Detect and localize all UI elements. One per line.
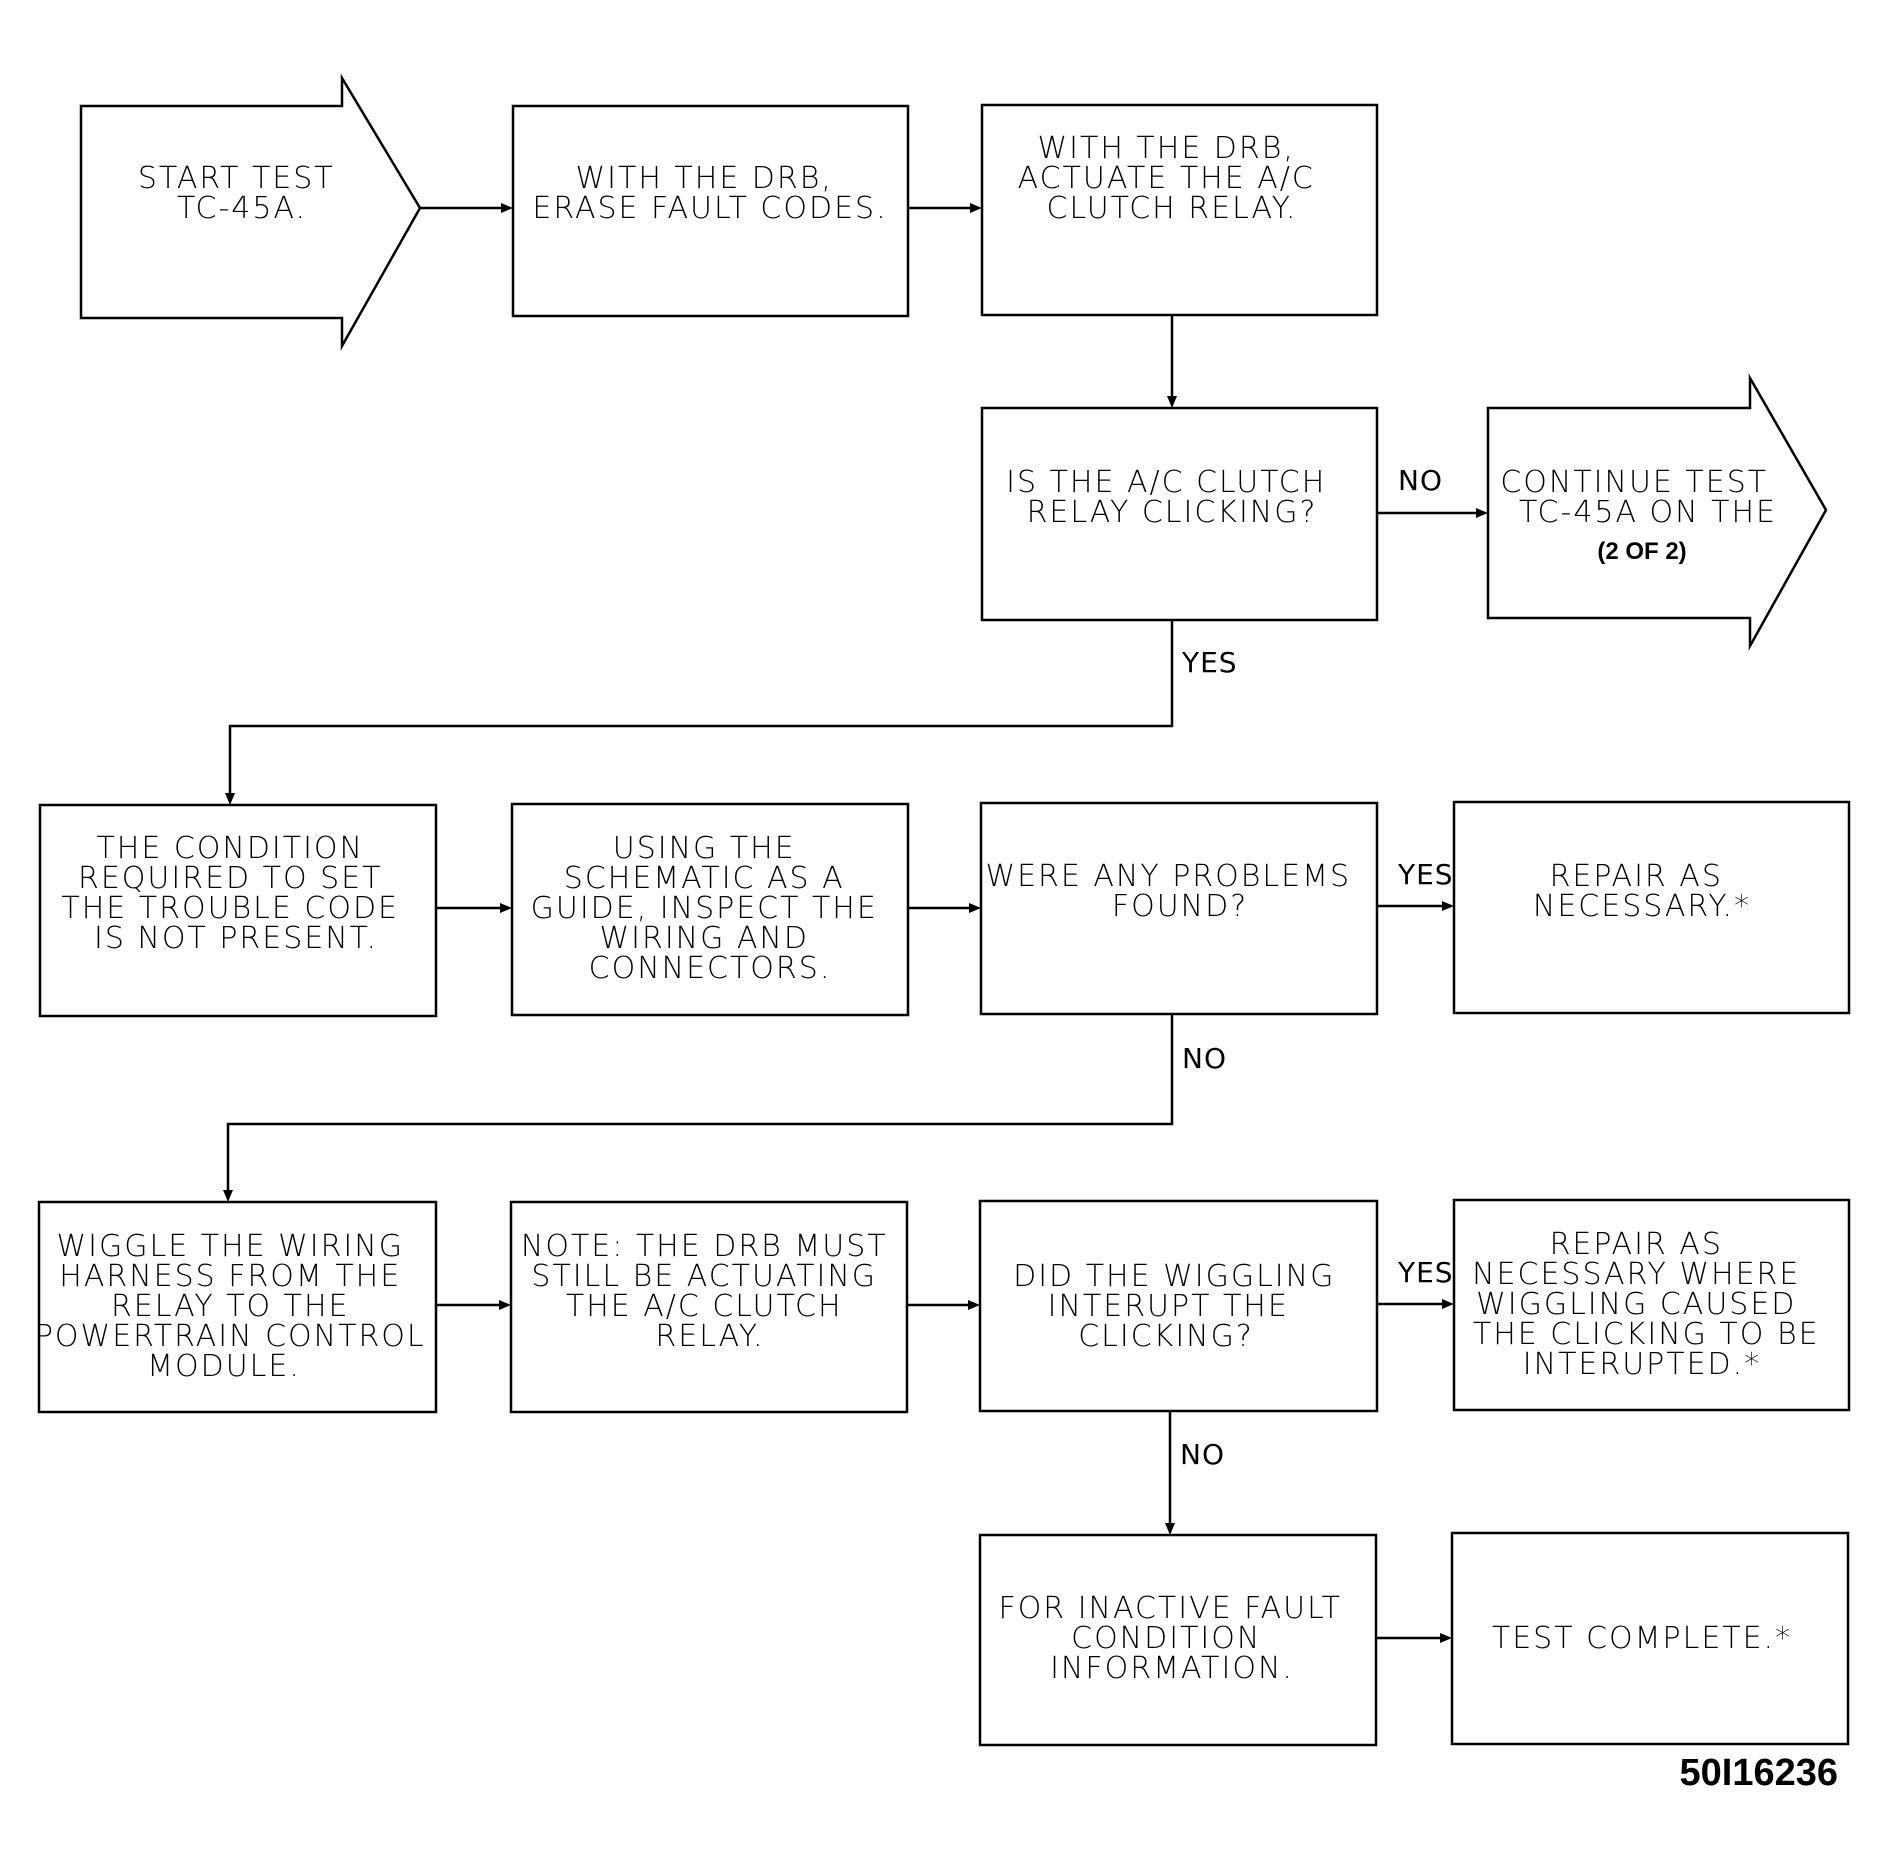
- arrowhead: [225, 793, 235, 805]
- continue-node-text: CONTINUE TEST TC-45A ON THE: [1500, 465, 1779, 530]
- actuate-node-shape: [980, 103, 1379, 317]
- erase-node-shape: [511, 104, 910, 318]
- start-node-shape: [79, 73, 422, 351]
- arrowhead: [223, 1190, 233, 1202]
- start-node-text: START TEST TC-45A.: [138, 161, 346, 226]
- problems-question-shape: [979, 801, 1379, 1016]
- note-node-text: NOTE: THE DRB MUST STILL BE ACTUATING TH…: [521, 1229, 899, 1354]
- complete-node-shape: [1450, 1531, 1850, 1746]
- start-line-2: TC-45A.: [177, 191, 307, 226]
- continue-line-2: TC-45A ON THE: [1519, 495, 1777, 530]
- note-line-2: STILL BE ACTUATING: [531, 1259, 877, 1294]
- condition-line-1: THE CONDITION: [96, 831, 364, 866]
- repair1-node-text: REPAIR AS NECESSARY.*: [1533, 859, 1751, 924]
- wiggleq-line-2: INTERUPT THE: [1048, 1289, 1289, 1324]
- complete-line-1: TEST COMPLETE.*: [1492, 1621, 1792, 1656]
- note-node-shape: [509, 1200, 909, 1414]
- edge-label-problems-no: NO: [1182, 1042, 1227, 1075]
- condition-line-3: THE TROUBLE CODE: [61, 891, 399, 926]
- inspect-line-1: USING THE: [613, 831, 796, 866]
- problems-line-1: WERE ANY PROBLEMS: [985, 859, 1351, 894]
- edge-label-problems-yes: YES: [1397, 858, 1454, 891]
- arrowhead: [969, 903, 981, 913]
- repair2-node-shape: [1452, 1198, 1851, 1412]
- erase-node-text: WITH THE DRB, ERASE FAULT CODES.: [532, 161, 887, 226]
- wiggleq-line-3: CLICKING?: [1078, 1319, 1254, 1354]
- clicking-question-text: IS THE A/C CLUTCH RELAY CLICKING?: [1006, 465, 1338, 530]
- arrowhead: [1167, 396, 1177, 408]
- arrowhead: [500, 903, 512, 913]
- continue-line-1: CONTINUE TEST: [1500, 465, 1768, 500]
- condition-line-2: REQUIRED TO SET: [78, 861, 382, 896]
- edge-label-wiggle-no: NO: [1180, 1438, 1225, 1471]
- actuate-line-2: ACTUATE THE A/C: [1018, 161, 1315, 196]
- note-line-1: NOTE: THE DRB MUST: [521, 1229, 888, 1264]
- wiggle-line-5: MODULE.: [147, 1349, 301, 1384]
- edge-label-wiggle-yes: YES: [1397, 1256, 1454, 1289]
- inactive-line-2: CONDITION: [1071, 1621, 1261, 1656]
- continue-node-shape: [1486, 373, 1828, 651]
- arrowhead: [501, 203, 513, 213]
- condition-node-text: THE CONDITION REQUIRED TO SET THE TROUBL…: [61, 831, 410, 956]
- erase-line-2: ERASE FAULT CODES.: [532, 191, 887, 226]
- arrowhead: [970, 203, 982, 213]
- repair1-node-shape: [1452, 800, 1851, 1015]
- arrowhead: [1442, 901, 1454, 911]
- condition-line-4: IS NOT PRESENT.: [94, 921, 378, 956]
- inactive-line-1: FOR INACTIVE FAULT: [998, 1591, 1342, 1626]
- wiggle-question-text: DID THE WIGGLING INTERUPT THE CLICKING?: [1013, 1259, 1347, 1354]
- arrowhead: [1442, 1299, 1454, 1309]
- complete-node-text: TEST COMPLETE.*: [1492, 1621, 1792, 1656]
- problems-question-text: WERE ANY PROBLEMS FOUND?: [985, 859, 1362, 924]
- connector-problems-no: [226, 1014, 1174, 1192]
- edge-label-clicking-yes: YES: [1181, 646, 1238, 679]
- erase-line-1: WITH THE DRB,: [576, 161, 833, 196]
- wiggle-node-shape: [37, 1200, 438, 1414]
- wiggle-node-text: WIGGLE THE WIRING HARNESS FROM THE RELAY…: [35, 1229, 437, 1384]
- arrowhead: [968, 1300, 980, 1310]
- inspect-line-2: SCHEMATIC AS A: [564, 861, 845, 896]
- clicking-question-shape: [980, 406, 1379, 622]
- arrowhead: [1476, 508, 1488, 518]
- wiggle-line-4: POWERTRAIN CONTROL: [35, 1319, 426, 1354]
- inactive-line-3: INFORMATION.: [1050, 1651, 1294, 1686]
- inactive-node-text: FOR INACTIVE FAULT CONDITION INFORMATION…: [998, 1591, 1353, 1686]
- actuate-line-3: CLUTCH RELAY.: [1047, 191, 1298, 226]
- connector-clicking-yes: [228, 620, 1174, 795]
- wiggle-line-2: HARNESS FROM THE: [59, 1259, 401, 1294]
- continue-note: (2 OF 2): [1597, 538, 1686, 565]
- repair2-line-5: INTERUPTED.*: [1523, 1347, 1761, 1382]
- actuate-node-text: WITH THE DRB, ACTUATE THE A/C CLUTCH REL…: [1018, 131, 1327, 226]
- edge-label-clicking-no: NO: [1398, 464, 1443, 497]
- start-line-1: START TEST: [138, 161, 335, 196]
- inactive-node-shape: [978, 1533, 1378, 1747]
- inspect-line-5: CONNECTORS.: [589, 951, 832, 986]
- repair1-line-1: REPAIR AS: [1550, 859, 1723, 894]
- wiggleq-line-1: DID THE WIGGLING: [1013, 1259, 1335, 1294]
- wiggle-question-shape: [978, 1199, 1379, 1413]
- inspect-node-text: USING THE SCHEMATIC AS A GUIDE, INSPECT …: [531, 831, 890, 986]
- problems-line-2: FOUND?: [1112, 889, 1248, 924]
- repair2-line-4: THE CLICKING TO BE: [1473, 1317, 1820, 1352]
- repair2-node-text: REPAIR AS NECESSARY WHERE WIGGLING CAUSE…: [1472, 1227, 1831, 1382]
- repair1-line-2: NECESSARY.*: [1533, 889, 1751, 924]
- repair2-line-2: NECESSARY WHERE: [1472, 1257, 1800, 1292]
- figure-number: 50I16236: [1680, 1752, 1839, 1794]
- repair2-line-3: WIGGLING CAUSED: [1476, 1287, 1796, 1322]
- arrowhead: [1440, 1633, 1452, 1643]
- condition-node-shape: [38, 803, 438, 1018]
- actuate-line-1: WITH THE DRB,: [1038, 131, 1295, 166]
- note-line-4: RELAY.: [655, 1319, 764, 1354]
- arrowhead: [499, 1300, 511, 1310]
- wiggle-line-1: WIGGLE THE WIRING: [56, 1229, 403, 1264]
- wiggle-line-3: RELAY TO THE: [111, 1289, 350, 1324]
- clicking-line-1: IS THE A/C CLUTCH: [1006, 465, 1326, 500]
- inspect-line-4: WIRING AND: [599, 921, 809, 956]
- inspect-node-shape: [510, 802, 910, 1017]
- clicking-line-2: RELAY CLICKING?: [1027, 495, 1318, 530]
- repair2-line-1: REPAIR AS: [1550, 1227, 1723, 1262]
- note-line-3: THE A/C CLUTCH: [566, 1289, 843, 1324]
- arrowhead: [1165, 1523, 1175, 1535]
